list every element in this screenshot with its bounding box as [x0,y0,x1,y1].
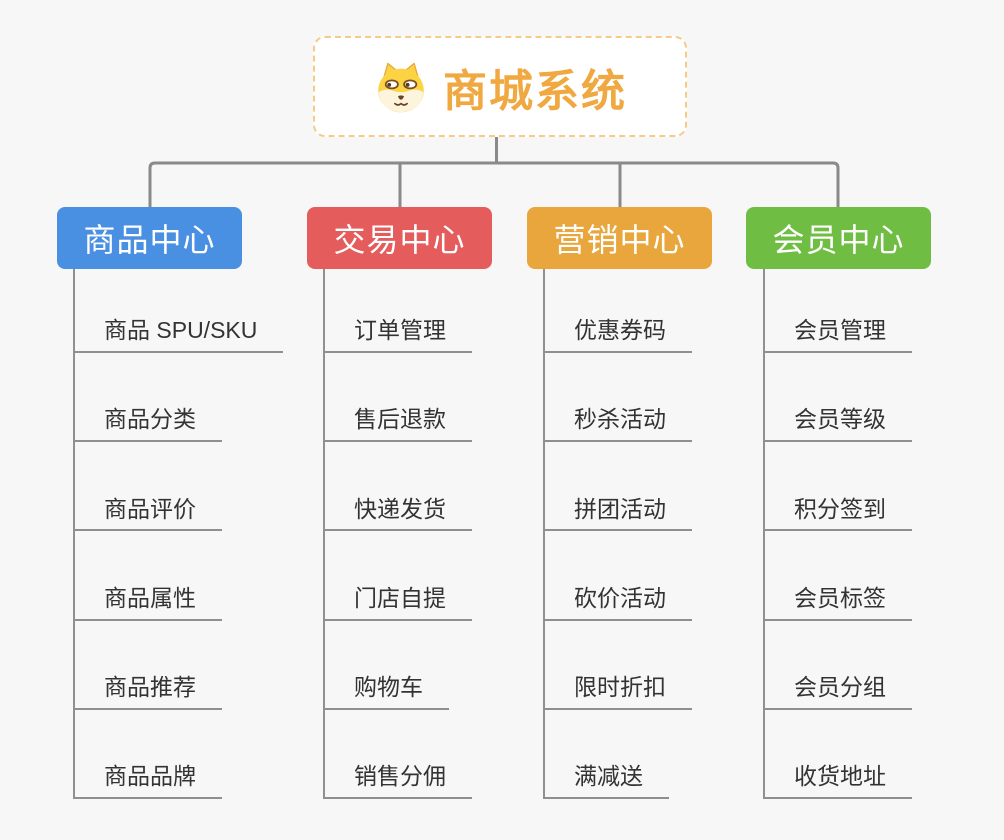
leaf-node[interactable]: 订单管理 [323,269,472,353]
root-node[interactable]: 商城系统 [313,36,687,137]
leaf-label: 商品属性 [73,584,222,621]
leaf-node[interactable]: 商品品牌 [73,710,283,799]
branch-label: 商品中心 [83,222,216,258]
leaf-label: 商品 SPU/SKU [73,316,284,353]
leaf-node[interactable]: 会员分组 [763,621,912,710]
leaf-node[interactable]: 销售分佣 [323,710,472,799]
leaf-label: 积分签到 [763,495,912,532]
branch-node-product-center[interactable]: 商品中心 [57,207,242,269]
leaf-label: 秒杀活动 [543,405,692,443]
leaf-label: 砍价活动 [543,584,692,621]
leaf-label: 购物车 [323,673,449,710]
leaf-node[interactable]: 会员等级 [763,353,912,443]
leaf-node[interactable]: 优惠券码 [543,269,692,353]
leaf-node[interactable]: 秒杀活动 [543,353,692,443]
branch-label: 会员中心 [772,222,905,258]
leaf-column-trade-center: 订单管理 售后退款 快递发货 门店自提 购物车 销售分佣 [323,269,472,799]
leaf-column-product-center: 商品 SPU/SKU 商品分类 商品评价 商品属性 商品推荐 商品品牌 [73,269,284,799]
branch-label: 营销中心 [553,222,686,258]
leaf-node[interactable]: 商品评价 [73,442,283,532]
leaf-label: 会员分组 [763,673,912,710]
leaf-node[interactable]: 商品 SPU/SKU [73,269,284,353]
leaf-node[interactable]: 会员标签 [763,531,912,621]
leaf-node[interactable]: 快递发货 [323,442,472,532]
leaf-label: 会员等级 [763,405,912,443]
leaf-label: 会员标签 [763,584,912,621]
leaf-label: 门店自提 [323,584,472,621]
leaf-node[interactable]: 收货地址 [763,710,912,799]
leaf-node[interactable]: 门店自提 [323,531,472,621]
leaf-column-marketing-center: 优惠券码 秒杀活动 拼团活动 砍价活动 限时折扣 满减送 [543,269,692,799]
leaf-label: 商品分类 [73,405,222,443]
branch-label: 交易中心 [333,222,466,258]
dog-face-icon [378,62,424,112]
leaf-label: 满减送 [543,762,669,799]
leaf-node[interactable]: 积分签到 [763,442,912,532]
leaf-column-member-center: 会员管理 会员等级 积分签到 会员标签 会员分组 收货地址 [763,269,912,799]
leaf-node[interactable]: 商品属性 [73,531,283,621]
leaf-label: 收货地址 [763,762,912,799]
branch-node-marketing-center[interactable]: 营销中心 [527,207,712,269]
branch-node-trade-center[interactable]: 交易中心 [307,207,492,269]
leaf-label: 商品品牌 [73,762,222,799]
leaf-label: 拼团活动 [543,495,692,532]
leaf-label: 商品评价 [73,495,222,532]
leaf-node[interactable]: 拼团活动 [543,442,692,532]
leaf-node[interactable]: 售后退款 [323,353,472,443]
branch-node-member-center[interactable]: 会员中心 [746,207,931,269]
leaf-node[interactable]: 商品分类 [73,353,283,443]
leaf-node[interactable]: 砍价活动 [543,531,692,621]
leaf-label: 订单管理 [323,316,472,353]
leaf-label: 快递发货 [323,495,472,532]
leaf-node[interactable]: 满减送 [543,710,692,799]
leaf-node[interactable]: 购物车 [323,621,472,710]
leaf-label: 限时折扣 [543,673,692,710]
leaf-node[interactable]: 商品推荐 [73,621,283,710]
leaf-label: 销售分佣 [323,762,472,799]
leaf-label: 会员管理 [763,316,912,353]
leaf-label: 商品推荐 [73,673,222,710]
leaf-node[interactable]: 限时折扣 [543,621,692,710]
leaf-node[interactable]: 会员管理 [763,269,912,353]
leaf-label: 售后退款 [323,405,472,443]
root-title: 商城系统 [443,66,627,116]
leaf-label: 优惠券码 [543,316,692,353]
